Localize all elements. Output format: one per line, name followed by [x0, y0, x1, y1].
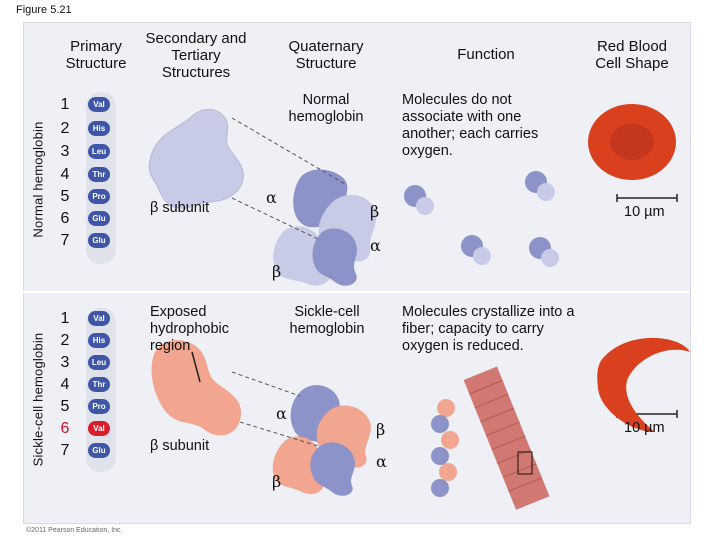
residue-badge: Glu	[88, 211, 110, 226]
scale-label-normal: 10 µm	[624, 204, 665, 220]
alpha-label: α	[370, 236, 381, 255]
residue-badge-mutated: Val	[88, 421, 110, 436]
header-secondary-tertiary: Secondary and Tertiary Structures	[145, 30, 247, 81]
copyright-notice: ©2011 Pearson Education, Inc.	[26, 527, 123, 534]
residue-badge: Glu	[88, 233, 110, 248]
header-function: Function	[457, 46, 515, 63]
residue-badge: Val	[88, 97, 110, 112]
residue-number: 4	[60, 376, 70, 393]
scale-label-sickle: 10 µm	[624, 420, 665, 436]
sickle-chain-strand	[431, 399, 459, 497]
normal-molecules-scattered	[404, 171, 559, 267]
sickle-hemoglobin-tetramer	[272, 385, 371, 496]
residue-badge: His	[88, 121, 110, 136]
beta-subunit-normal-shape	[148, 108, 244, 209]
residue-number: 2	[60, 332, 70, 349]
row-divider	[23, 291, 689, 293]
residue-number: 3	[60, 354, 70, 371]
residue-badge: Thr	[88, 167, 110, 182]
beta-label: β	[272, 472, 282, 491]
beta-label: β	[370, 202, 380, 221]
residue-number: 5	[60, 398, 70, 415]
residue-badge: Pro	[88, 399, 110, 414]
beta-subunit-sickle-shape	[151, 340, 242, 436]
header-primary-structure: Primary Structure	[65, 38, 127, 72]
header-rbc-shape: Red Blood Cell Shape	[595, 38, 669, 72]
function-text-sickle: Molecules crystallize into a fiber; capa…	[402, 304, 575, 354]
header-quaternary-structure: Quaternary Structure	[288, 38, 364, 72]
residue-badge: Leu	[88, 355, 110, 370]
residue-badge: Pro	[88, 189, 110, 204]
residue-number: 7	[60, 442, 70, 459]
normal-hemoglobin-tetramer	[273, 169, 377, 286]
residue-number: 5	[60, 188, 70, 205]
sickle-hemoglobin-title: Sickle-cell hemoglobin	[289, 304, 365, 337]
beta-label: β	[272, 262, 282, 281]
residue-number: 4	[60, 166, 70, 183]
residue-number: 6	[60, 210, 70, 227]
alpha-label: α	[276, 404, 287, 423]
sickle-red-blood-cell	[597, 337, 690, 432]
beta-subunit-label-sickle: β subunit	[150, 438, 210, 454]
residue-badge: Glu	[88, 443, 110, 458]
alpha-label: α	[266, 188, 277, 207]
residue-number: 1	[60, 96, 70, 113]
hydrophobic-region-label: Exposed hydrophobic region	[150, 304, 229, 354]
sickle-fiber	[463, 366, 550, 510]
residue-number: 1	[60, 310, 70, 327]
residue-badge: Val	[88, 311, 110, 326]
function-text-normal: Molecules do not associate with one anot…	[402, 92, 539, 159]
figure-label: Figure 5.21	[16, 4, 72, 16]
beta-label: β	[376, 420, 386, 439]
residue-number: 3	[60, 143, 70, 160]
residue-number: 2	[60, 120, 70, 137]
residue-badge: His	[88, 333, 110, 348]
residue-number: 7	[60, 232, 70, 249]
residue-badge: Leu	[88, 144, 110, 159]
residue-number-mutated: 6	[60, 420, 70, 437]
normal-hemoglobin-title: Normal hemoglobin	[288, 92, 364, 125]
alpha-label: α	[376, 452, 387, 471]
normal-red-blood-cell	[588, 104, 676, 180]
beta-subunit-label-normal: β subunit	[150, 200, 210, 216]
residue-badge: Thr	[88, 377, 110, 392]
